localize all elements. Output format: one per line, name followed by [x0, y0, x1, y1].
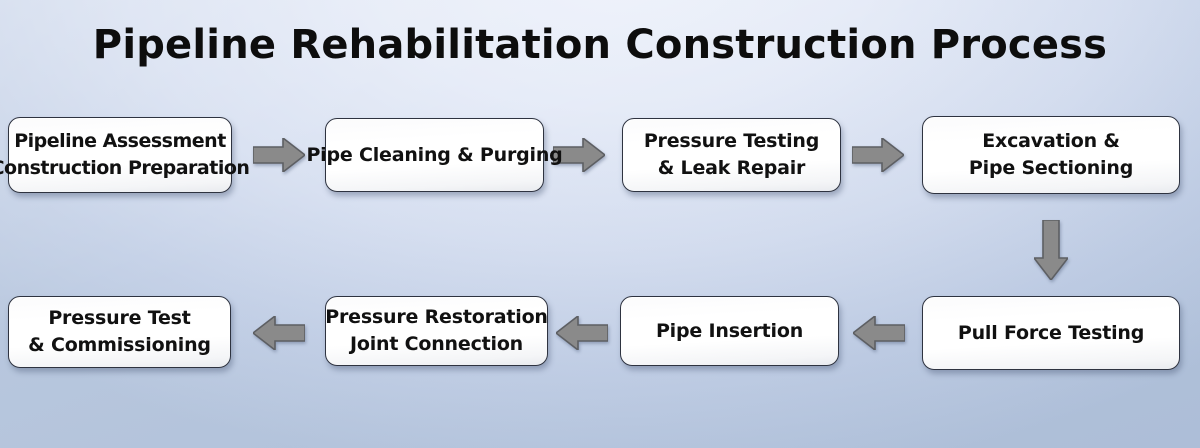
- process-step-line: & Leak Repair: [657, 157, 806, 179]
- process-step-label: Pressure Testing & Leak Repair: [643, 128, 820, 182]
- process-step-label: Pipeline Assessment Construction Prepara…: [0, 128, 250, 182]
- process-step-line: Construction Preparation: [0, 157, 250, 179]
- arrow-down-icon: [1034, 220, 1068, 280]
- process-step-pressure-test-commissioning[interactable]: Pressure Test & Commissioning: [8, 296, 231, 368]
- arrow-right-icon: [553, 138, 605, 172]
- process-step-line: Pipe Sectioning: [968, 157, 1134, 179]
- process-step-label: Pressure Restoration Joint Connection: [325, 304, 548, 358]
- process-step-excavation[interactable]: Excavation & Pipe Sectioning: [922, 116, 1180, 194]
- arrow-left-icon: [253, 316, 305, 350]
- process-step-line: Pull Force Testing: [957, 321, 1145, 344]
- process-step-line: Pipe Cleaning & Purging: [306, 143, 563, 166]
- process-step-line: Excavation &: [982, 130, 1120, 153]
- arrow-left-icon: [853, 316, 905, 350]
- process-step-label: Pull Force Testing: [958, 320, 1144, 347]
- process-step-line: Pipeline Assessment: [14, 130, 226, 153]
- process-step-pressure-restoration[interactable]: Pressure Restoration Joint Connection: [325, 296, 548, 366]
- process-step-label: Pressure Test & Commissioning: [28, 305, 211, 359]
- process-step-pressure-testing[interactable]: Pressure Testing & Leak Repair: [622, 118, 841, 192]
- process-step-label: Pipe Insertion: [656, 318, 803, 345]
- process-step-line: Pressure Test: [48, 307, 191, 330]
- process-step-line: Pressure Testing: [643, 130, 820, 153]
- process-step-line: Joint Connection: [349, 333, 524, 355]
- process-step-line: Pipe Insertion: [655, 319, 804, 342]
- process-step-label: Pipe Cleaning & Purging: [306, 142, 562, 169]
- process-step-pull-force-testing[interactable]: Pull Force Testing: [922, 296, 1180, 370]
- process-step-label: Excavation & Pipe Sectioning: [969, 128, 1133, 182]
- process-step-line: Pressure Restoration: [325, 306, 548, 329]
- process-step-line: & Commissioning: [28, 334, 211, 356]
- process-step-pipe-insertion[interactable]: Pipe Insertion: [620, 296, 839, 366]
- process-step-pipe-cleaning[interactable]: Pipe Cleaning & Purging: [306, 118, 563, 192]
- process-step-pipeline-assessment[interactable]: Pipeline Assessment Construction Prepara…: [0, 117, 250, 193]
- arrow-right-icon: [253, 138, 305, 172]
- arrow-right-icon: [852, 138, 904, 172]
- arrow-left-icon: [556, 316, 608, 350]
- page-title: Pipeline Rehabilitation Construction Pro…: [92, 22, 1108, 68]
